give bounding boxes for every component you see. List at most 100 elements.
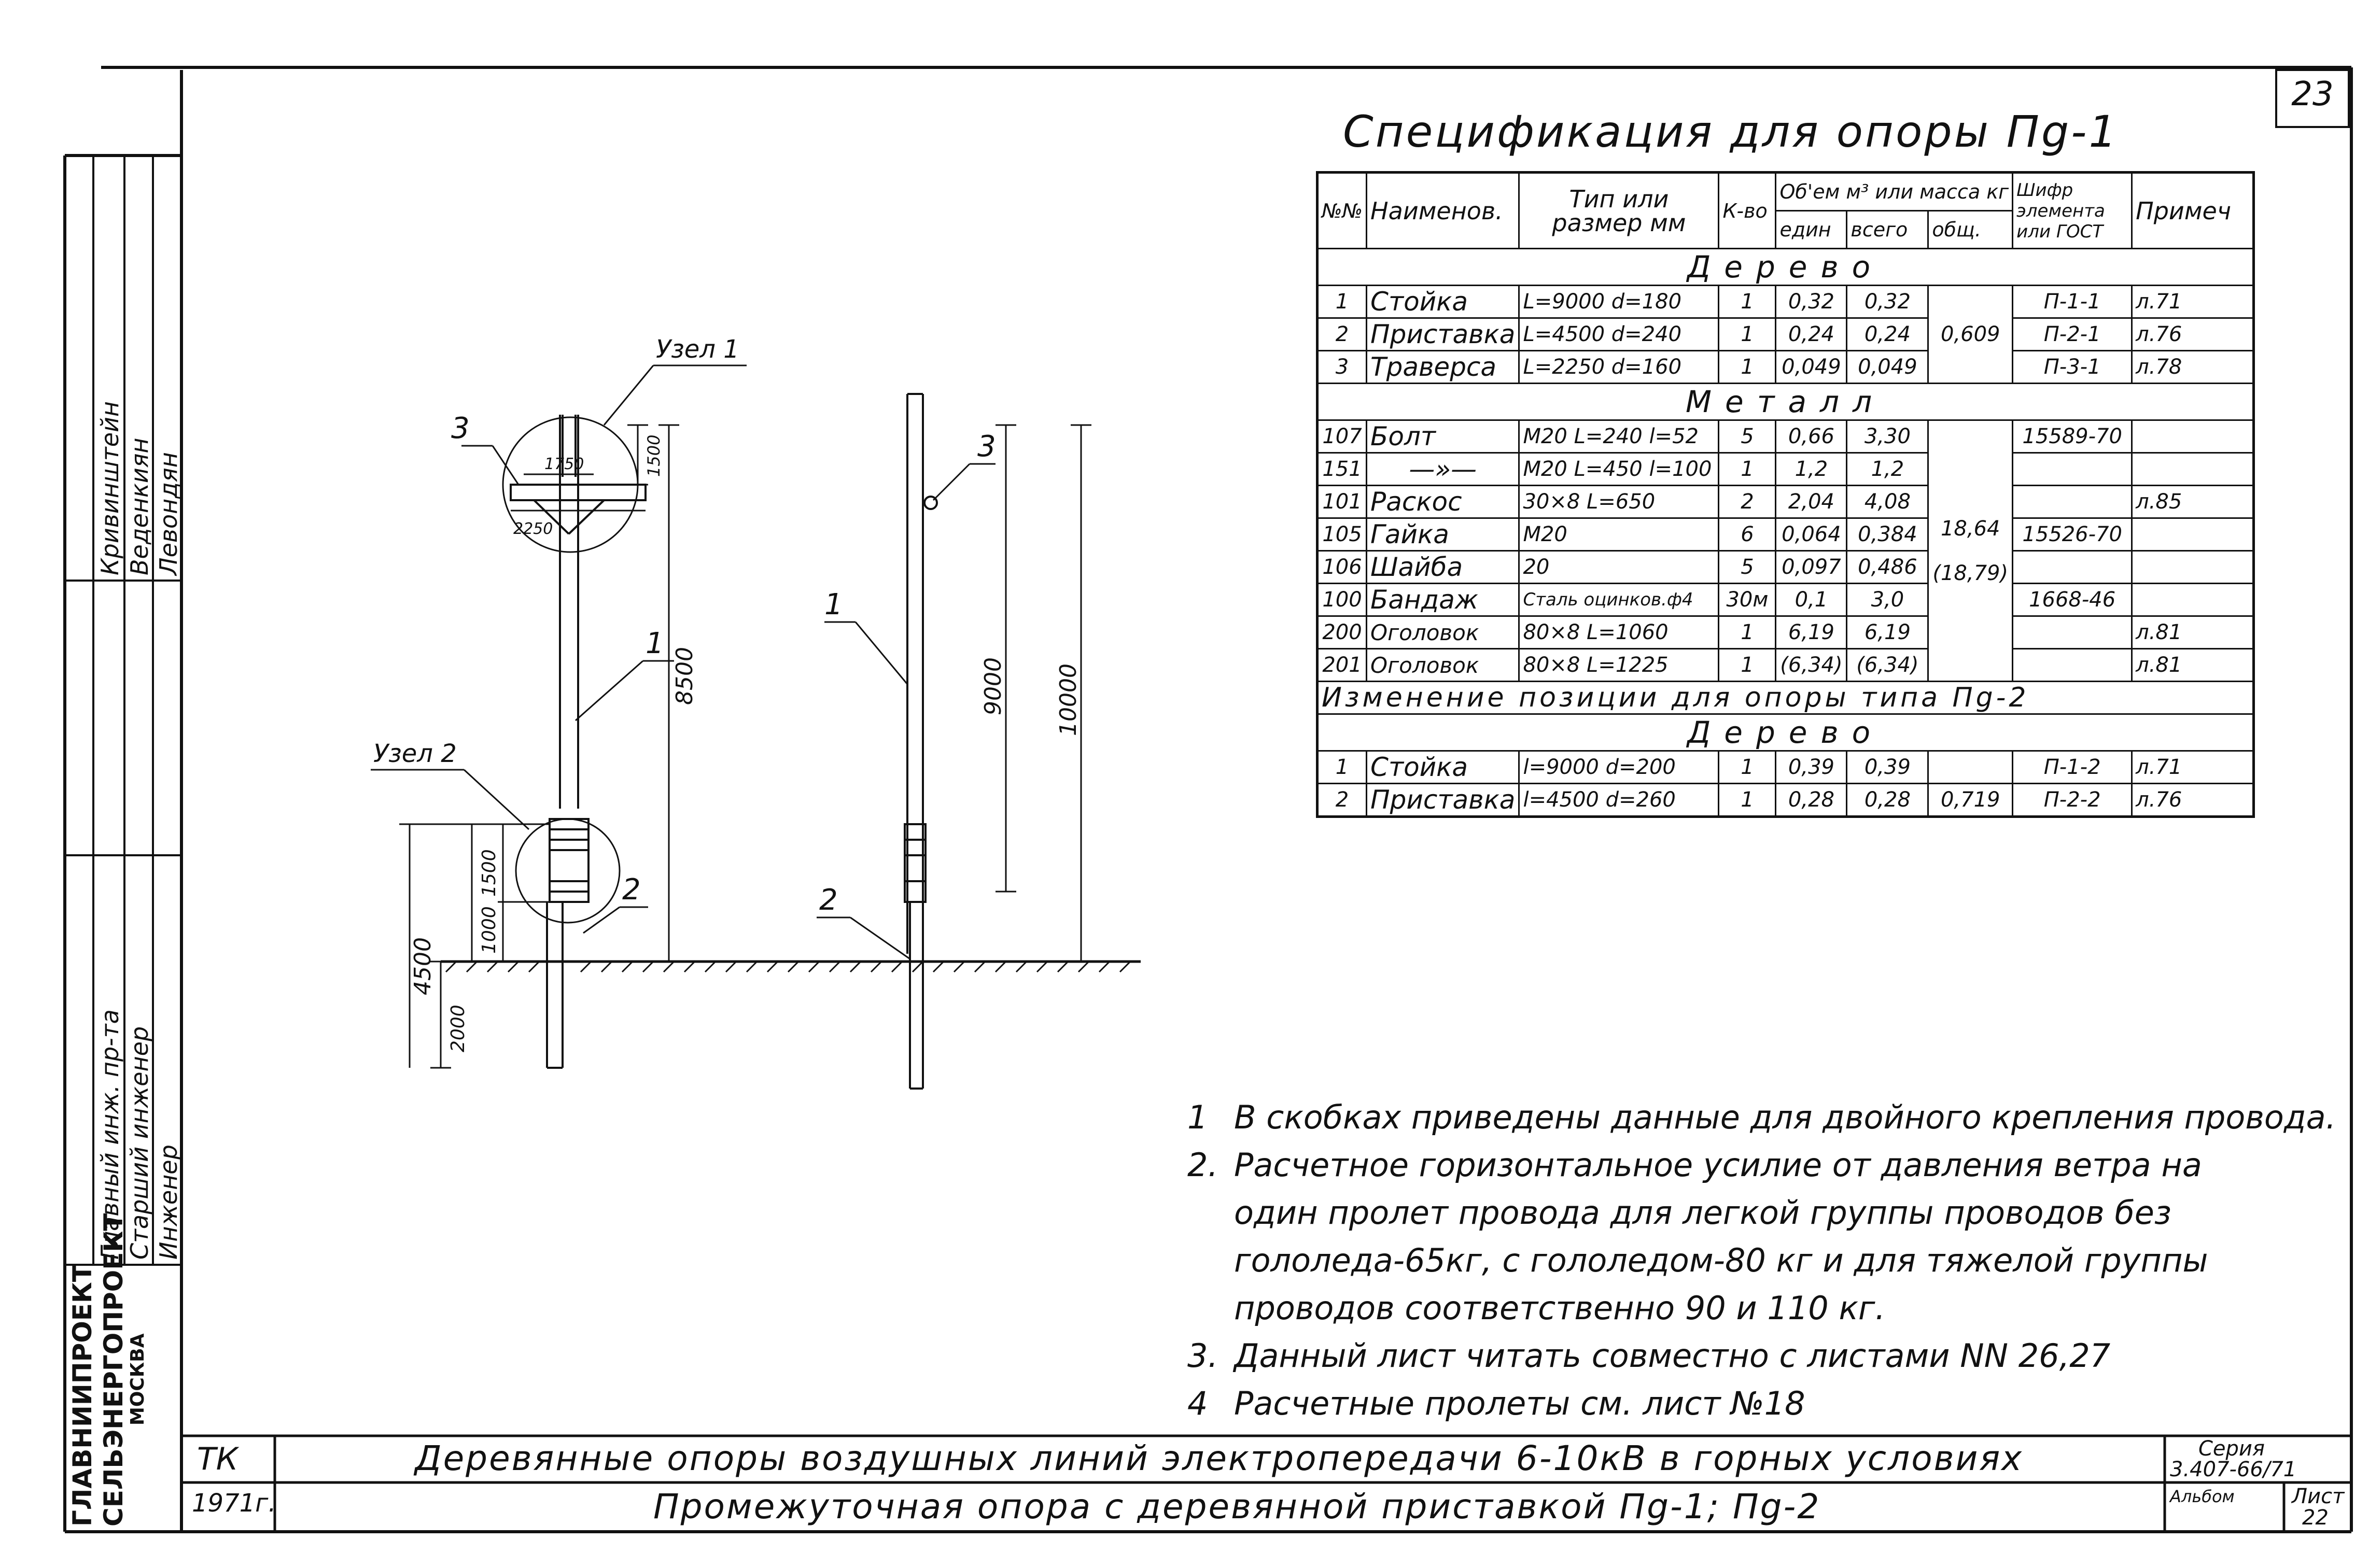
cell-unit: 0,32: [1775, 285, 1848, 319]
dimension-lines: [399, 424, 1091, 1069]
dim-8500: 8500: [671, 647, 698, 705]
cell-size: 80×8 L=1225: [1518, 648, 1720, 682]
note-4: 4 Расчетные пролеты см. лист №18: [1187, 1380, 2336, 1428]
cell-qty: 30м: [1718, 583, 1777, 617]
note-4-text: Расчетные пролеты см. лист №18: [1234, 1385, 1805, 1422]
note-4-number: 4: [1187, 1385, 1208, 1422]
metal-general-alt: (18,79): [1932, 561, 2009, 585]
dim-1500-top: 1500: [644, 435, 664, 477]
cell-unit: 0,66: [1775, 419, 1848, 454]
note-2-text-a: Расчетное горизонтальное усилие от давле…: [1234, 1146, 2202, 1184]
cell-total: 0,486: [1846, 550, 1929, 584]
callout-1-front: 1: [646, 627, 664, 660]
note-1: 1 В скобках приведены данные для двойног…: [1187, 1094, 2336, 1141]
cell-size: L=4500 d=240: [1518, 317, 1720, 351]
cell-num: 201: [1316, 648, 1368, 682]
cell-code: П-1-1: [2012, 285, 2133, 319]
cell-size: L=9000 d=180: [1518, 285, 1720, 319]
cell-qty: 1: [1718, 615, 1777, 649]
cell-note: л.85: [2131, 485, 2255, 519]
table-row: 151 —»— М20 L=450 l=100 1 1,2 1,2: [1316, 452, 2255, 486]
cell-unit: 6,19: [1775, 615, 1848, 649]
table-row: 201 Оголовок 80×8 L=1225 1 (6,34) (6,34)…: [1316, 648, 2255, 682]
dim-1000: 1000: [479, 906, 500, 954]
cell-qty: 5: [1718, 550, 1777, 584]
pole-front-view: [502, 415, 647, 1069]
series-value: 3.407-66/71: [2170, 1458, 2297, 1481]
cell-qty: 1: [1718, 750, 1777, 784]
cell-note: л.81: [2131, 615, 2255, 649]
cell-size: М20: [1518, 517, 1720, 552]
cell-total: 0,28: [1846, 783, 1929, 817]
cell-note: [2131, 517, 2255, 552]
cell-unit: 0,28: [1775, 783, 1848, 817]
spec-subheader-row: един всего общ.: [1317, 210, 2254, 249]
table-row: 100 Бандаж Сталь оцинков.ф4 30м 0,1 3,0 …: [1316, 583, 2255, 617]
cell-unit: 0,064: [1775, 517, 1848, 552]
header-general: общ.: [1927, 210, 2014, 249]
note-2-text-c: гололеда-65кг, с гололедом-80 кг и для т…: [1234, 1241, 2208, 1279]
note-2-text-d: проводов соответственно 90 и 110 кг.: [1234, 1289, 1886, 1327]
cell-name: —»—: [1366, 452, 1520, 486]
cell-qty: 1: [1718, 350, 1777, 384]
callout-2-front: 2: [622, 873, 641, 907]
cell-note: [2131, 452, 2255, 486]
cell-code: [2012, 615, 2133, 649]
cell-code: 15589-70: [2012, 419, 2133, 454]
cell-total: 0,384: [1846, 517, 1929, 552]
cell-name: Траверса: [1366, 350, 1520, 384]
cell-note: [2131, 583, 2255, 617]
cell-code: 1668-46: [2012, 583, 2133, 617]
change-title: Изменение позиции для опоры типа Пg-2: [1317, 681, 2254, 715]
cell-num: 3: [1316, 350, 1368, 384]
cell-code: П-3-1: [2012, 350, 2133, 384]
cell-name: Шайба: [1366, 550, 1520, 584]
org-name-1: ГЛАВНИИПРОЕКТ: [67, 1264, 97, 1527]
note-3-number: 3.: [1187, 1337, 1218, 1375]
section-metal-label: Металл: [1317, 383, 2254, 421]
cell-note: л.81: [2131, 648, 2255, 682]
cell-qty: 2: [1718, 485, 1777, 519]
cell-name: Раскос: [1366, 485, 1520, 519]
header-volume: Об'ем м³ или масса кг: [1775, 172, 2014, 211]
spec-table: №№ Наименов. Тип или размер мм К-во Об'е…: [1316, 171, 2255, 818]
section-wood: Дерево: [1317, 248, 2254, 286]
stamp-code: ТК: [197, 1441, 239, 1477]
cell-num: 100: [1316, 583, 1368, 617]
cell-general: [1927, 750, 2014, 784]
cell-num: 101: [1316, 485, 1368, 519]
table-row: 2 Приставка L=4500 d=240 1 0,24 0,24 П-2…: [1316, 317, 2255, 351]
cell-size: 30×8 L=650: [1518, 485, 1720, 519]
leader-lines: [371, 364, 996, 960]
cell-code: П-1-2: [2012, 750, 2133, 784]
dim-1750: 1750: [544, 455, 584, 473]
cell-total: 0,32: [1846, 285, 1929, 319]
title-block-grid: [181, 1434, 2351, 1532]
section-metal: Металл: [1317, 383, 2254, 421]
cell-note: л.71: [2131, 285, 2255, 319]
cell-total: 0,24: [1846, 317, 1929, 351]
cell-qty: 1: [1718, 285, 1777, 319]
cell-name: Болт: [1366, 419, 1520, 454]
sheet-title-main: Деревянные опоры воздушных линий электро…: [415, 1438, 2024, 1478]
cell-name: Стойка: [1366, 750, 1520, 784]
section-wood2: Дерево: [1317, 713, 2254, 752]
drawing-labels: Узел 1 Узел 2 1 2 3 1 2 3 8500 1500 1750…: [373, 335, 1082, 1052]
header-note: Примеч: [2131, 172, 2255, 249]
section-wood-label: Дерево: [1317, 248, 2254, 286]
cell-qty: 5: [1718, 419, 1777, 454]
cell-unit: 0,049: [1775, 350, 1848, 384]
cell-unit: 1,2: [1775, 452, 1848, 486]
table-row: 3 Траверса L=2250 d=160 1 0,049 0,049 П-…: [1316, 350, 2255, 384]
table-row: 1 Стойка l=9000 d=200 1 0,39 0,39 П-1-2 …: [1316, 750, 2255, 784]
cell-num: 2: [1316, 317, 1368, 351]
cell-qty: 1: [1718, 317, 1777, 351]
cell-num: 1: [1316, 750, 1368, 784]
dim-4500: 4500: [410, 937, 436, 995]
dim-10000: 10000: [1055, 663, 1082, 736]
note-1-number: 1: [1187, 1098, 1208, 1136]
node2-label: Узел 2: [373, 739, 457, 768]
callout-1-side: 1: [824, 588, 843, 621]
callout-2-side: 2: [819, 883, 838, 917]
cell-name: Приставка: [1366, 783, 1520, 817]
